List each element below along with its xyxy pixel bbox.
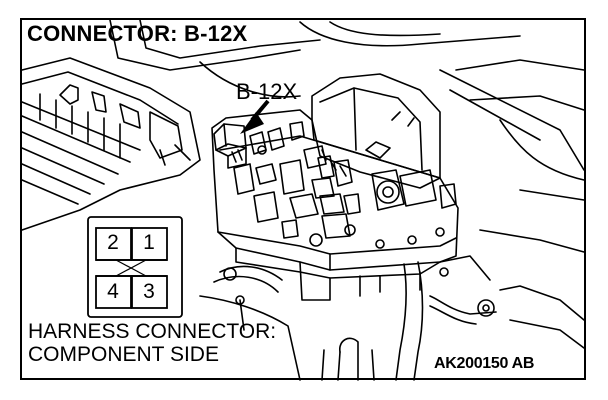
pin-label: 2 [107,231,119,254]
connector-face-inset [87,216,183,318]
body-panel [455,59,585,253]
caption-line: HARNESS CONNECTOR: [28,320,277,343]
caption-line: COMPONENT SIDE [28,343,219,366]
intake-hose [109,19,585,171]
connector-b12x [213,123,247,169]
relay-box-body [211,109,459,279]
box-fasteners [257,145,445,249]
air-cleaner-housing [21,57,201,231]
diagram-title: CONNECTOR: B-12X [27,21,248,46]
pin-label: 1 [143,231,155,254]
diagram-frame [20,18,586,380]
fuse-array [233,121,457,239]
figure-code: AK200150 AB [434,355,535,372]
callout-arrow [240,99,270,134]
pin-label: 4 [107,280,119,303]
pin-label: 3 [143,280,155,303]
relay-cover [311,73,441,189]
lower-fasteners [223,267,495,317]
callout-label: B-12X [236,79,298,104]
